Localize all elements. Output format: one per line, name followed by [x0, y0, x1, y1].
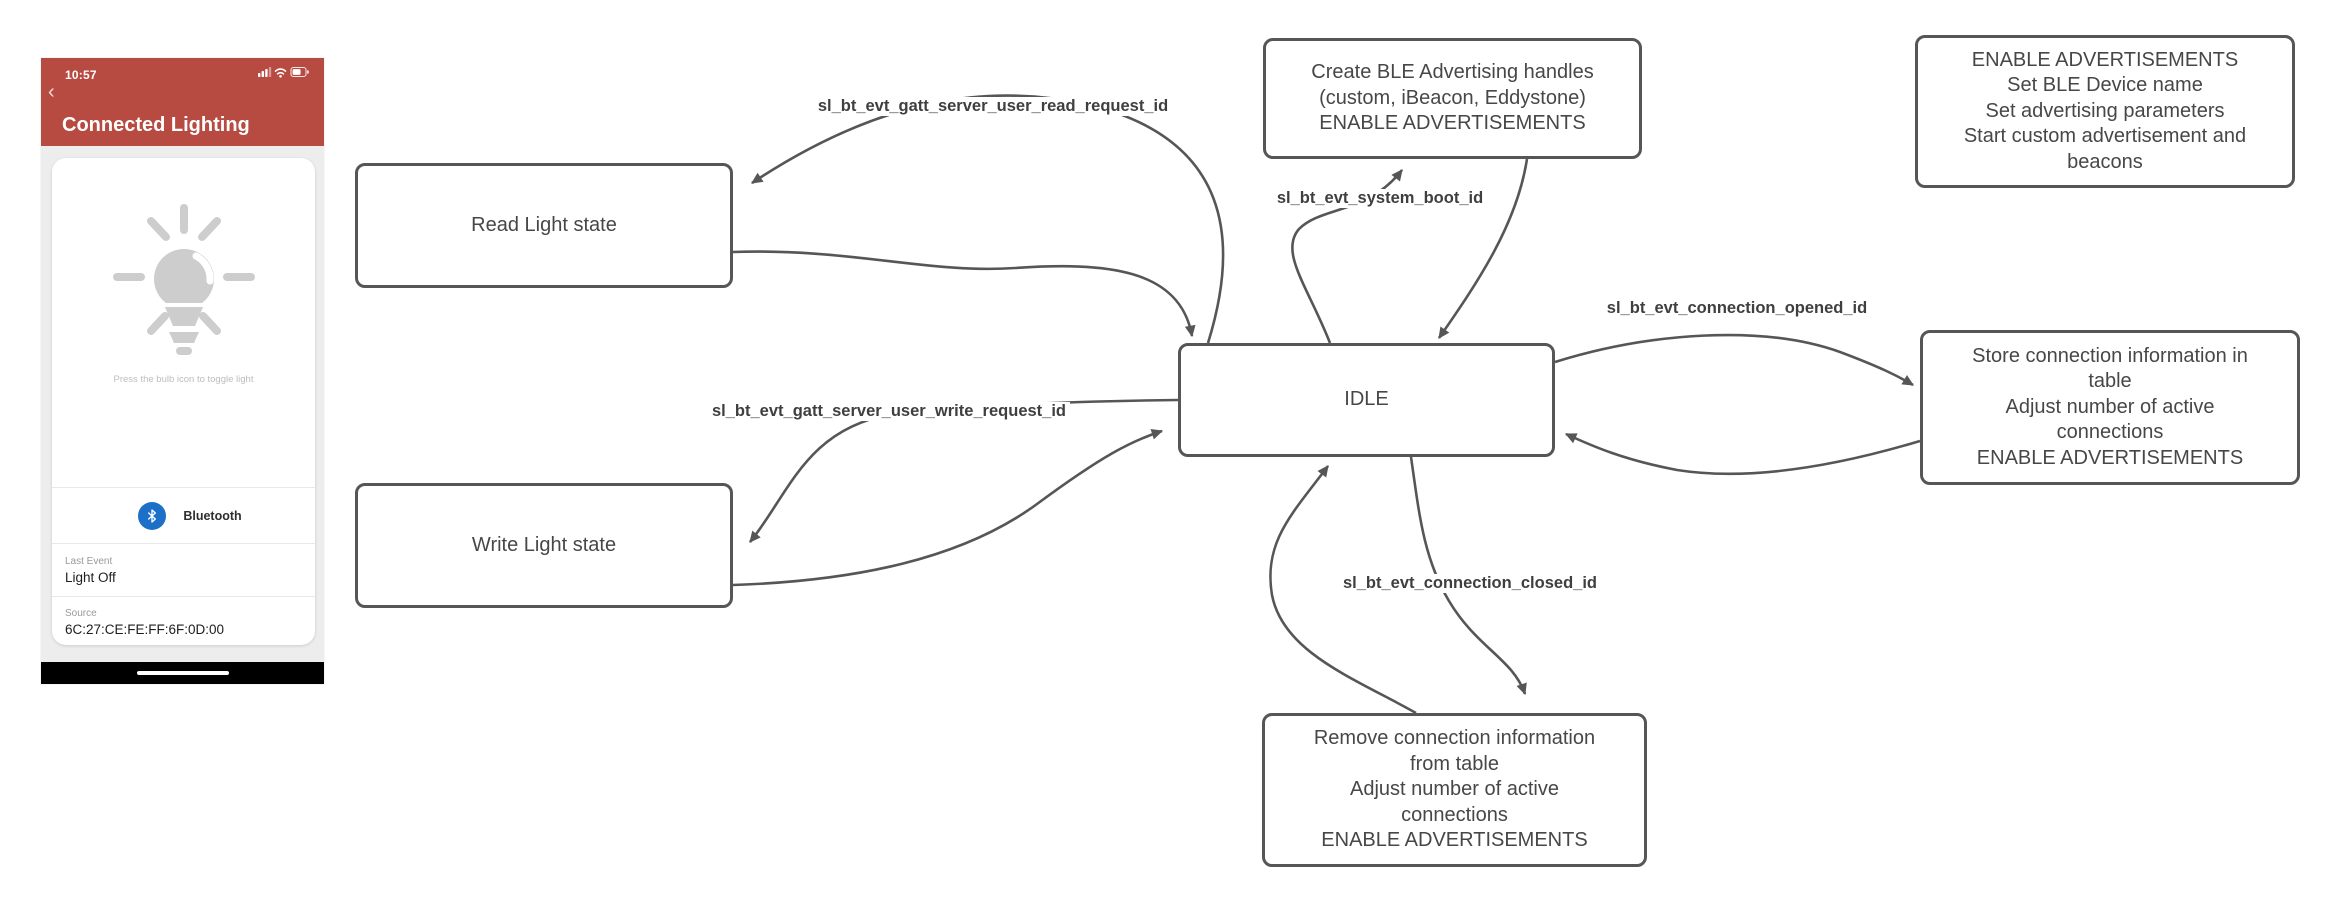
edge-idle-to-remove [1409, 456, 1527, 696]
phone-footer [41, 662, 324, 684]
edge-read-to-idle [732, 250, 1196, 338]
phone-screenshot: 10:57 [41, 58, 324, 684]
status-time: 10:57 [65, 67, 97, 82]
status-bar: 10:57 [41, 58, 324, 84]
note-enable-advertisements: ENABLE ADVERTISEMENTS Set BLE Device nam… [1915, 35, 2295, 188]
state-idle: IDLE [1178, 343, 1555, 457]
action-create-advertising: Create BLE Advertising handles (custom, … [1263, 38, 1642, 159]
home-indicator[interactable] [136, 671, 229, 675]
back-button[interactable]: ‹ [48, 81, 55, 103]
edge-remove-to-idle [1269, 465, 1417, 715]
last-event-row: Last Event Light Off [52, 544, 315, 597]
bluetooth-icon [138, 501, 167, 530]
edge-create-to-idle [1437, 158, 1529, 339]
source-value: 6C:27:CE:FE:FF:6F:0D:00 [65, 621, 225, 637]
bluetooth-row[interactable]: Bluetooth [52, 488, 315, 544]
edge-label-write-request: sl_bt_evt_gatt_server_user_write_request… [707, 402, 1071, 421]
edge-idle-to-read [751, 94, 1225, 344]
signal-wifi-battery-icons [258, 66, 309, 78]
status-icons [258, 65, 312, 84]
app-header: 10:57 [41, 58, 324, 146]
source-label: Source [65, 607, 97, 619]
bulb-caption: Press the bulb icon to toggle light [113, 374, 254, 385]
edge-idle-to-store [1554, 333, 1914, 387]
last-event-value: Light Off [65, 569, 116, 585]
light-card: Press the bulb icon to toggle light Blue… [52, 158, 315, 645]
edge-label-system-boot: sl_bt_evt_system_boot_id [1272, 189, 1488, 208]
source-row: Source 6C:27:CE:FE:FF:6F:0D:00 [52, 597, 315, 645]
action-store-connection: Store connection information in table Ad… [1920, 330, 2300, 485]
edge-label-connection-opened: sl_bt_evt_connection_opened_id [1602, 299, 1872, 318]
state-read-light: Read Light state [355, 163, 733, 288]
bluetooth-label: Bluetooth [183, 508, 242, 523]
app-title: Connected Lighting [62, 114, 250, 136]
bulb-section: Press the bulb icon to toggle light [52, 158, 315, 488]
edge-label-read-request: sl_bt_evt_gatt_server_user_read_request_… [813, 97, 1173, 116]
app-content: Press the bulb icon to toggle light Blue… [41, 146, 324, 662]
action-remove-connection: Remove connection information from table… [1262, 713, 1647, 867]
edge-idle-to-write [748, 398, 1179, 543]
edge-label-connection-closed: sl_bt_evt_connection_closed_id [1338, 574, 1602, 593]
light-bulb-icon[interactable] [99, 200, 269, 360]
state-write-light: Write Light state [355, 483, 733, 608]
edge-write-to-idle [732, 429, 1164, 587]
last-event-label: Last Event [65, 555, 113, 567]
edge-store-to-idle [1565, 432, 1921, 476]
